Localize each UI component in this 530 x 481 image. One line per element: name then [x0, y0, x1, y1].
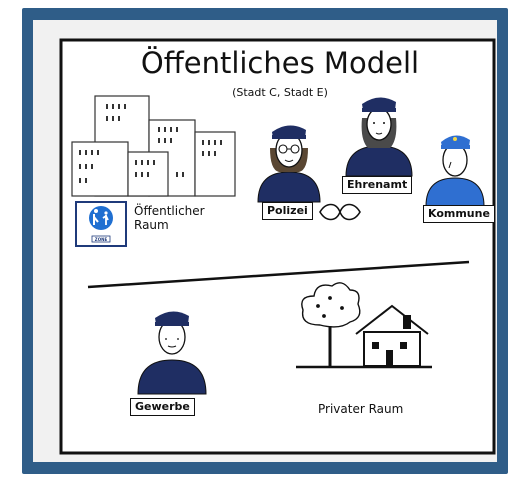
- city-buildings-illustration: [71, 95, 236, 197]
- kommune-figure-illustration: [425, 135, 485, 207]
- public-space-label: Öffentlicher Raum: [134, 204, 205, 232]
- divider-line: [87, 260, 470, 289]
- diagram-title: Öffentliches Modell: [140, 46, 420, 80]
- gewerbe-figure-illustration: [137, 311, 207, 395]
- kommune-label: Kommune: [423, 205, 495, 223]
- ehrenamt-label: Ehrenamt: [342, 176, 413, 194]
- public-space-label-line1: Öffentlicher: [134, 204, 205, 218]
- sign-zone-text: ZONE: [95, 237, 108, 242]
- polizei-label: Polizei: [262, 202, 313, 220]
- house-illustration: [355, 304, 429, 367]
- polizei-figure-illustration: [257, 125, 321, 203]
- diagram-subtitle: (Stadt C, Stadt E): [232, 86, 328, 99]
- infinity-link-icon: [319, 203, 361, 221]
- ehrenamt-figure-illustration: [345, 97, 413, 177]
- pedestrian-zone-sign-icon: ZONE: [75, 201, 127, 247]
- gewerbe-label: Gewerbe: [130, 398, 195, 416]
- public-space-label-line2: Raum: [134, 218, 169, 232]
- tree-illustration: [301, 282, 361, 366]
- private-space-label: Privater Raum: [318, 402, 404, 416]
